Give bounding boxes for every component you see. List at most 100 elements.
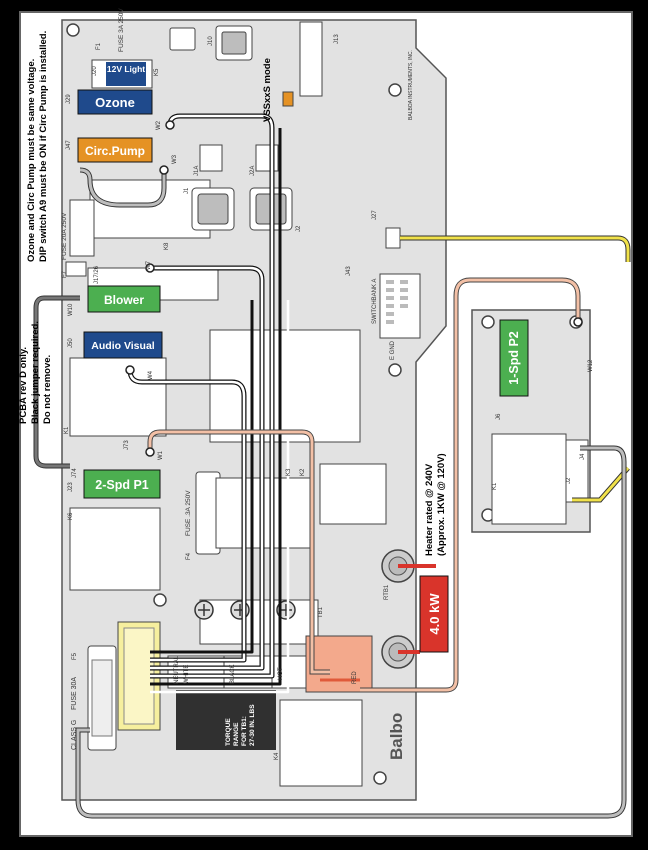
relay-k4 (279, 699, 363, 787)
wire-black-line (150, 300, 254, 654)
svg-text:NEUTRAL: NEUTRAL (174, 655, 180, 684)
note-jumper-required: Black jumper required. (30, 321, 41, 424)
svg-text:J27: J27 (372, 210, 378, 220)
relay-k1 (69, 357, 167, 437)
relay-k6 (69, 507, 161, 591)
torque-text: 27-30 IN. LBS (249, 704, 256, 746)
label-1spd-p2 (499, 319, 529, 397)
svg-text:F7: F7 (62, 270, 68, 278)
ozone-label-text: Ozone (95, 95, 135, 110)
torque-label-block (176, 690, 276, 750)
note-heater-rating: Heater rated @ 240V (424, 463, 435, 556)
wire-yellow-light (400, 236, 630, 262)
svg-text:J1A: J1A (194, 166, 200, 176)
svg-text:RED: RED (352, 671, 358, 684)
svg-text:CLASS G: CLASS G (71, 720, 78, 750)
svg-text:F5: F5 (72, 652, 78, 660)
relay-k3 (319, 463, 387, 525)
svg-text:W10: W10 (68, 303, 74, 316)
svg-text:J17/26: J17/26 (94, 265, 100, 284)
svg-text:FUSE 3A 250V: FUSE 3A 250V (118, 8, 125, 52)
svg-text:J23: J23 (68, 482, 74, 492)
mounting-hole (373, 771, 387, 785)
svg-text:W1: W1 (158, 450, 164, 460)
blower-label-text: Blower (104, 293, 144, 307)
mounting-hole (66, 23, 80, 37)
svg-text:BLACK: BLACK (230, 664, 236, 684)
wire-yellow-j2 (572, 467, 630, 502)
note-heater-approx: (Approx. 1KW @ 120V) (436, 453, 447, 556)
note-vss-mode: VSSxxS mode (262, 58, 273, 122)
svg-text:TB1: TB1 (318, 606, 324, 618)
svg-text:F1: F1 (96, 42, 102, 50)
heater-terminal (305, 635, 373, 693)
svg-text:FUSE 20A 250V: FUSE 20A 250V (61, 212, 68, 260)
mounting-hole (153, 593, 167, 607)
light-label-text: 12V Light (107, 64, 145, 74)
svg-text:W3: W3 (172, 154, 178, 164)
wire-audio-visual (128, 369, 246, 662)
svg-text:J4: J4 (580, 453, 586, 460)
label-circ-pump (77, 137, 153, 163)
label-12v-light (106, 62, 146, 86)
mounting-hole (388, 83, 402, 97)
transformer (209, 329, 361, 443)
svg-text:W4: W4 (148, 370, 154, 380)
svg-text:WHITE: WHITE (184, 665, 190, 684)
pump1-label-text: 2-Spd P1 (95, 478, 149, 492)
audio-visual-label-text: Audio Visual (91, 340, 154, 352)
svg-text:W7: W7 (146, 260, 152, 270)
svg-text:J10: J10 (208, 36, 214, 46)
fuse-f1 (169, 27, 196, 51)
wire-ozone (150, 114, 274, 678)
svg-text:J1: J1 (184, 187, 190, 194)
label-ozone (77, 89, 153, 115)
wire-blower (150, 266, 264, 670)
fuse-f7 (69, 199, 95, 257)
svg-text:W2: W2 (156, 120, 162, 130)
svg-text:J43: J43 (346, 266, 352, 276)
svg-text:K3: K3 (286, 468, 292, 476)
svg-text:J6: J6 (496, 413, 502, 420)
svg-text:J2: J2 (296, 225, 302, 232)
relay-k1-secondary (491, 433, 567, 525)
torque-text: TORQUE (225, 718, 232, 746)
heater-label-text: 4.0 kW (427, 593, 442, 635)
label-heater (419, 575, 449, 653)
svg-text:W12: W12 (588, 359, 594, 372)
connector-j13 (299, 21, 323, 97)
svg-text:J74: J74 (72, 468, 78, 478)
pump2-label-text: 1-Spd P2 (507, 331, 521, 385)
label-audio-visual (83, 331, 163, 359)
note-ozone-voltage: Ozone and Circ Pump must be same voltage… (26, 59, 37, 262)
svg-text:K8: K8 (164, 242, 170, 250)
svg-text:J20: J20 (92, 66, 98, 76)
svg-text:FUSE .3A 250V: FUSE .3A 250V (185, 490, 192, 536)
wire-red-pump1 (148, 430, 330, 674)
svg-text:FUSE 30A: FUSE 30A (71, 677, 78, 710)
svg-text:J47: J47 (66, 140, 72, 150)
note-dip-switch: DIP switch A9 must be ON if Circ Pump is… (38, 31, 49, 262)
circ-pump-label-text: Circ.Pump (85, 144, 145, 158)
svg-text:K1: K1 (64, 426, 70, 434)
svg-text:J13: J13 (334, 34, 340, 44)
svg-text:J50: J50 (68, 338, 74, 348)
wire-black-jumper (34, 296, 80, 468)
terminal-screws (199, 599, 319, 645)
label-blower (87, 285, 161, 313)
label-2spd-p1 (83, 469, 161, 499)
svg-text:J2A: J2A (250, 166, 256, 176)
svg-text:SWITCHBANK A: SWITCHBANK A (372, 279, 378, 324)
svg-text:K4: K4 (274, 752, 280, 760)
svg-text:J2: J2 (566, 477, 572, 484)
svg-text:K2: K2 (300, 468, 306, 476)
note-pcba-rev: PCBA rev D only. (18, 347, 29, 424)
svg-text:BALBOA INSTRUMENTS, INC.: BALBOA INSTRUMENTS, INC. (408, 50, 414, 120)
wire-black-line (150, 128, 282, 686)
svg-text:E GND: E GND (390, 340, 396, 360)
torque-text: FOR TB1: (241, 716, 248, 746)
svg-text:F4: F4 (186, 552, 192, 560)
svg-text:K6: K6 (68, 512, 74, 520)
wire-gray-ground (76, 446, 626, 818)
